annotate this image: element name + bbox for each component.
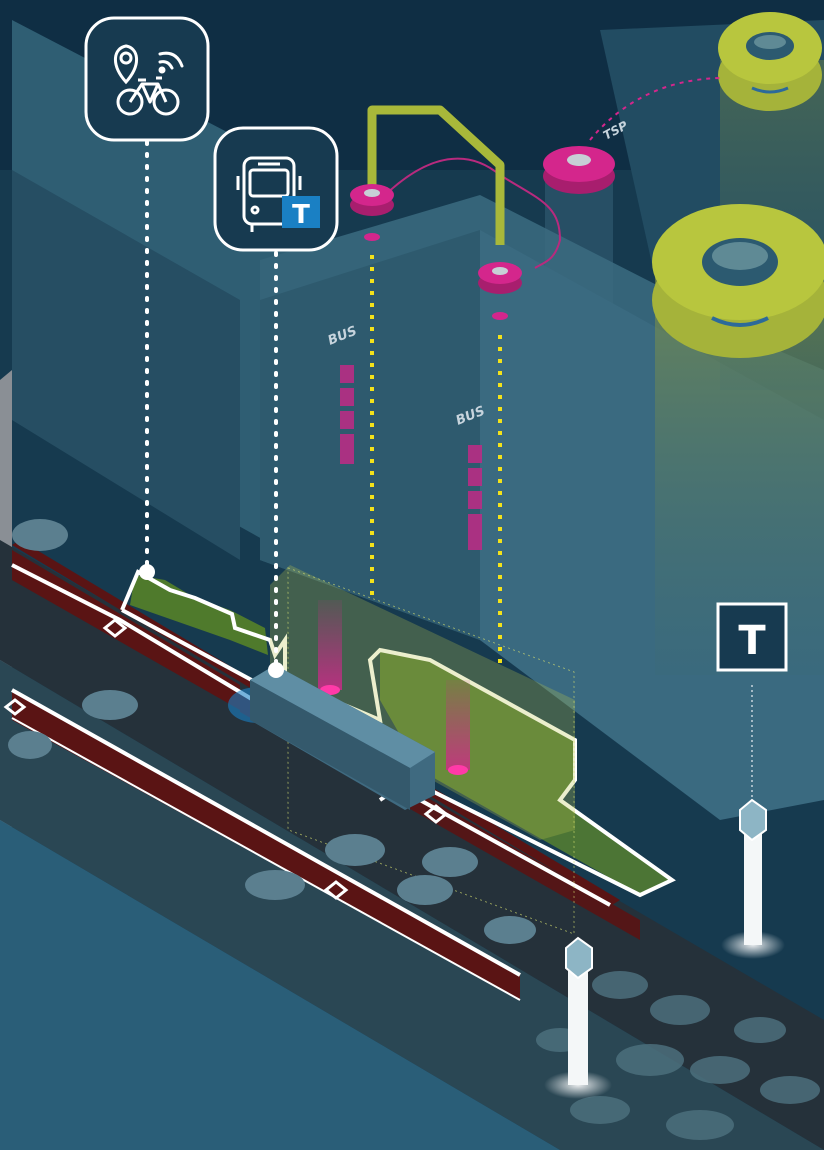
callout-transit-icon-box[interactable]: T xyxy=(215,128,337,250)
traffic-signal-small xyxy=(718,12,822,111)
callout-mobility-icon-box[interactable] xyxy=(86,18,208,140)
callout-2-anchor-dot xyxy=(268,662,284,678)
callout-1-anchor-dot xyxy=(139,564,155,580)
bus-detection-marks-right xyxy=(468,445,482,550)
ground-beam-right-dot xyxy=(448,765,468,775)
ground-beam-left xyxy=(318,600,342,690)
transit-sign-letter: T xyxy=(738,618,766,664)
tsp-sensor xyxy=(543,146,615,390)
transit-badge-letter: T xyxy=(292,200,310,230)
transit-t-icon: T xyxy=(282,196,320,230)
traffic-signal-large xyxy=(652,204,824,358)
bus-detection-marks-left xyxy=(340,365,354,464)
ground-beam-right xyxy=(446,680,470,770)
transit-sign[interactable]: T xyxy=(718,604,786,670)
